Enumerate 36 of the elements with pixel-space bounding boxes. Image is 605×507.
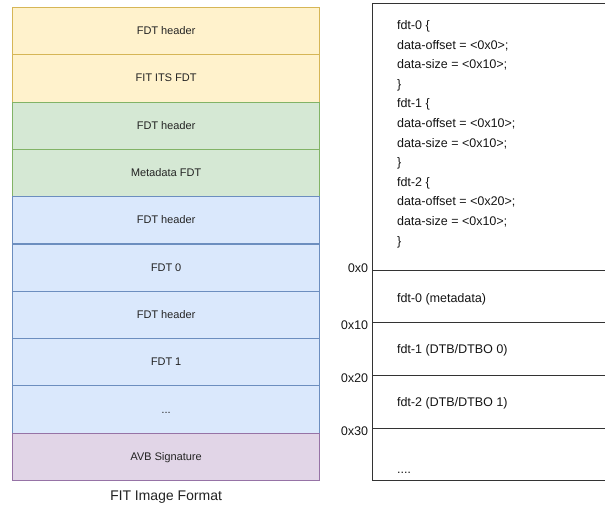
region-label: fdt-0 (metadata)	[397, 291, 486, 305]
memory-region	[372, 322, 605, 376]
region-label: fdt-2 (DTB/DTBO 1)	[397, 395, 508, 409]
memory-region	[372, 375, 605, 429]
offset-label: 0x0	[348, 261, 368, 275]
code-line: data-size = <0x10>;	[397, 212, 508, 230]
memory-block: ...	[12, 385, 320, 434]
code-line: data-offset = <0x0>;	[397, 36, 508, 54]
code-line: data-offset = <0x20>;	[397, 193, 516, 210]
memory-block: FDT 1	[12, 338, 320, 386]
memory-block: FIT ITS FDT	[12, 54, 320, 103]
offset-label: 0x20	[340, 371, 368, 385]
memory-block: FDT header	[12, 290, 320, 340]
memory-block: FDT header	[12, 196, 320, 244]
code-line: data-size = <0x10>;	[397, 56, 508, 74]
code-line: data-size = <0x10>;	[397, 134, 508, 152]
code-line: }	[397, 154, 402, 172]
code-line: fdt-1 {	[397, 95, 430, 112]
memory-block: FDT header	[12, 7, 320, 56]
code-line: fdt-2 {	[397, 174, 430, 191]
memory-block: FDT 0	[12, 244, 320, 292]
memory-block: Metadata FDT	[12, 148, 320, 198]
code-panel	[372, 3, 605, 271]
memory-block: FDT header	[12, 102, 320, 150]
region-label: fdt-1 (DTB/DTBO 0)	[397, 342, 508, 356]
offset-label: 0x30	[340, 424, 368, 438]
code-line: }	[397, 232, 402, 250]
region-label: ....	[397, 462, 411, 476]
memory-region	[372, 270, 605, 323]
code-line: data-offset = <0x10>;	[397, 114, 516, 132]
offset-label: 0x10	[340, 318, 368, 332]
code-line: fdt-0 {	[397, 17, 430, 34]
memory-block: AVB Signature	[12, 432, 320, 481]
code-line: }	[397, 76, 402, 93]
memory-region	[372, 428, 605, 481]
caption: FIT Image Format	[109, 487, 223, 503]
